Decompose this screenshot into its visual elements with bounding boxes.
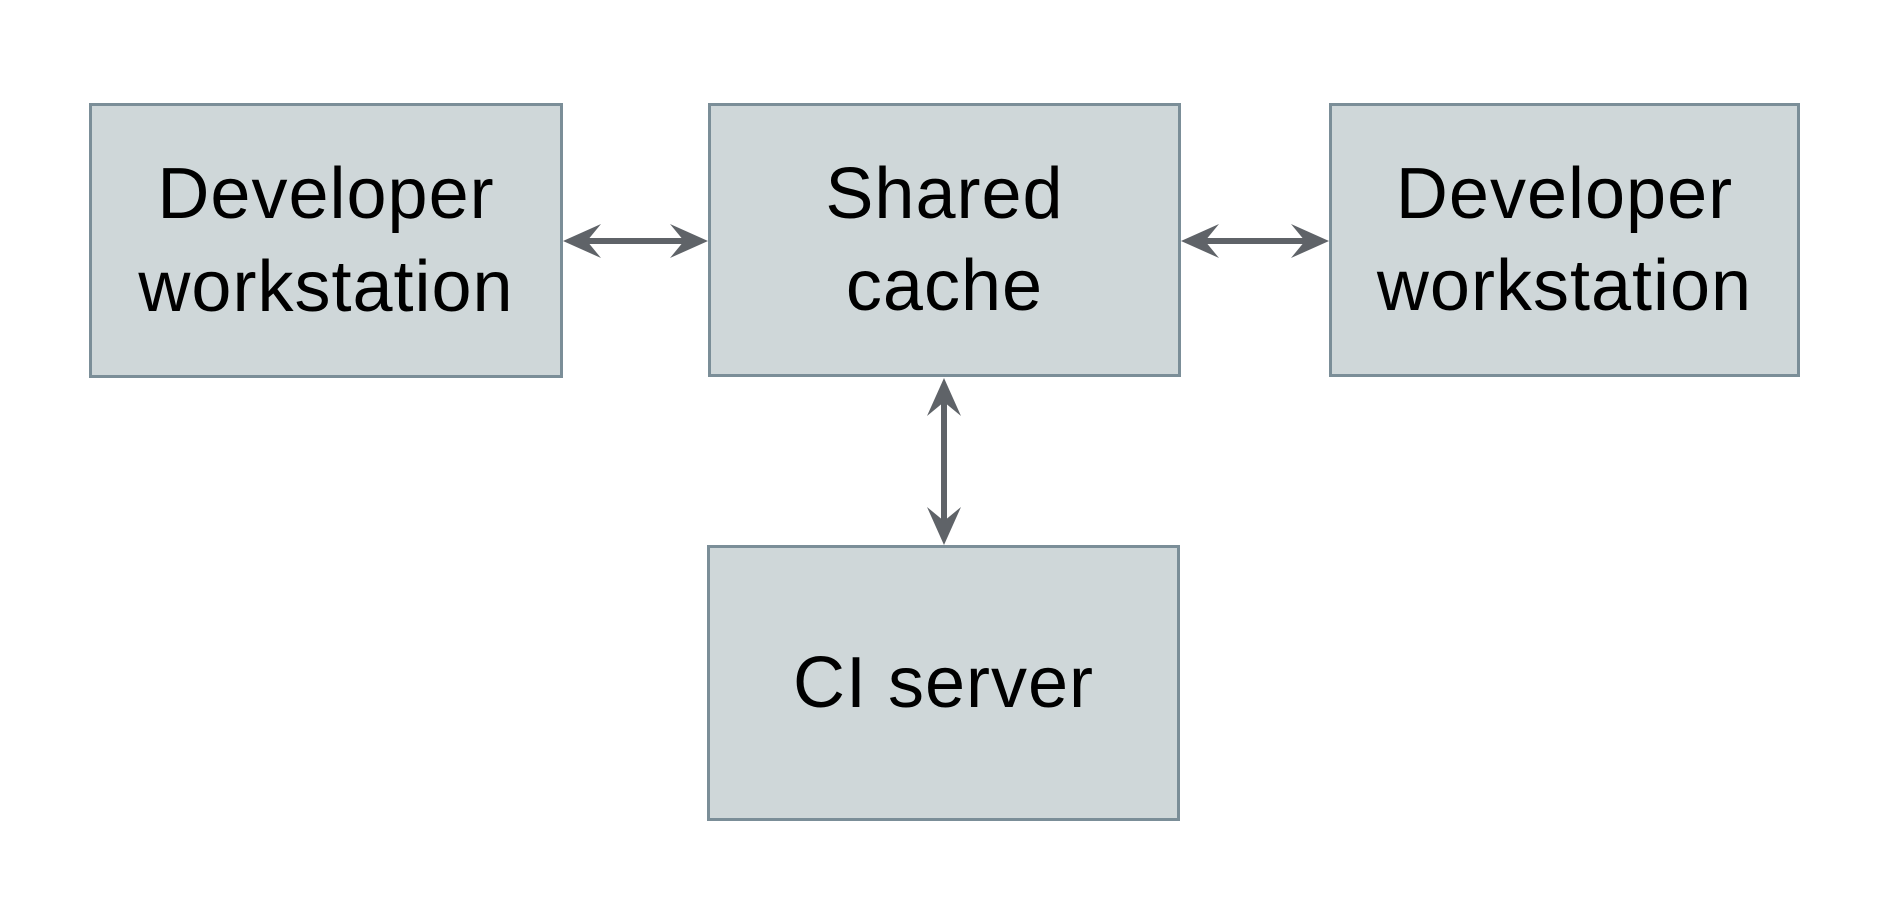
arrowhead-right-icon (1291, 224, 1329, 258)
node-shared-cache: Shared cache (708, 103, 1181, 377)
bidirectional-arrow-right (1181, 224, 1329, 258)
bidirectional-arrow-vertical (927, 378, 961, 545)
node-label-line: CI server (792, 642, 1095, 723)
arrowhead-down-icon (927, 507, 961, 545)
node-label-line: Shared (825, 153, 1064, 234)
node-developer-workstation-left: Developer workstation (89, 103, 563, 378)
node-label: Developer workstation (1377, 148, 1752, 332)
arrowhead-up-icon (927, 378, 961, 416)
node-ci-server: CI server (707, 545, 1180, 821)
node-label-line: workstation (1376, 246, 1753, 326)
node-label-line: Developer (157, 154, 495, 235)
node-label: CI server (793, 637, 1094, 729)
arrowhead-left-icon (563, 224, 601, 258)
node-label-line: cache (845, 246, 1044, 326)
arrowhead-left-icon (1181, 224, 1219, 258)
bidirectional-arrow-left (563, 224, 708, 258)
arrowhead-right-icon (670, 224, 708, 258)
node-developer-workstation-right: Developer workstation (1329, 103, 1800, 377)
node-label: Developer workstation (138, 148, 513, 332)
node-label-line: Developer (1395, 153, 1734, 234)
node-label-line: workstation (138, 246, 514, 327)
node-label: Shared cache (825, 148, 1063, 332)
